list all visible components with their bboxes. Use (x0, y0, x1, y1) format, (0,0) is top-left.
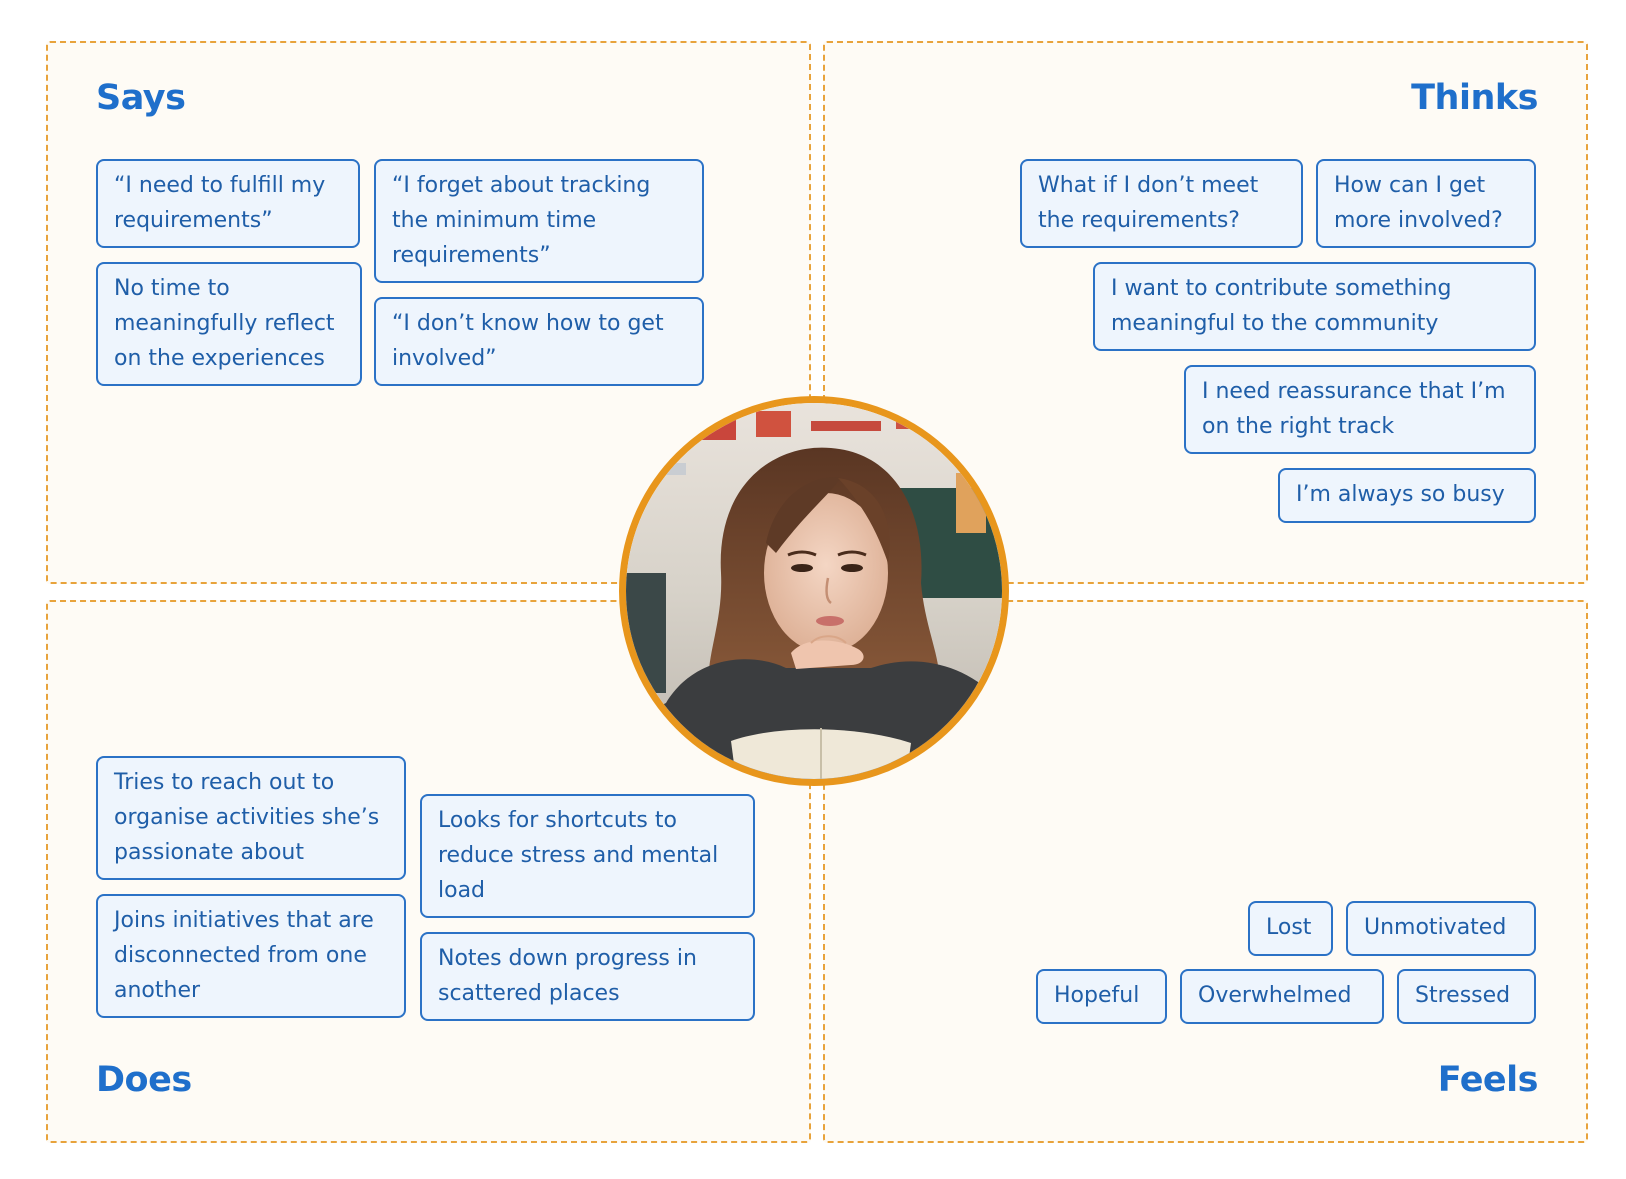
does-note: Looks for shortcuts to reduce stress and… (420, 794, 755, 918)
does-note: Tries to reach out to organise activitie… (96, 756, 406, 880)
thinks-note: I want to contribute something meaningfu… (1093, 262, 1536, 351)
does-note: Notes down progress in scattered places (420, 932, 755, 1021)
feels-note: Stressed (1397, 969, 1536, 1024)
persona-photo (619, 396, 1009, 786)
feels-note: Unmotivated (1346, 901, 1536, 956)
says-note: No time to meaningfully reflect on the e… (96, 262, 362, 386)
thinks-title: Thinks (1411, 78, 1538, 118)
feels-note: Hopeful (1036, 969, 1167, 1024)
says-note: “I forget about tracking the minimum tim… (374, 159, 704, 283)
feels-title: Feels (1437, 1060, 1539, 1100)
thinks-note: I need reassurance that I’m on the right… (1184, 365, 1536, 454)
does-title: Does (96, 1060, 192, 1100)
thinks-note: What if I don’t meet the requirements? (1020, 159, 1303, 248)
thinks-note: I’m always so busy (1278, 468, 1536, 523)
thinks-note: How can I get more involved? (1316, 159, 1536, 248)
does-note: Joins initiatives that are disconnected … (96, 894, 406, 1018)
persona-photo-icon (626, 403, 1002, 779)
says-note: “I don’t know how to get involved” (374, 297, 704, 386)
feels-note: Overwhelmed (1180, 969, 1384, 1024)
says-note: “I need to fulfill my requirements” (96, 159, 360, 248)
says-title: Says (96, 78, 186, 118)
feels-note: Lost (1248, 901, 1333, 956)
